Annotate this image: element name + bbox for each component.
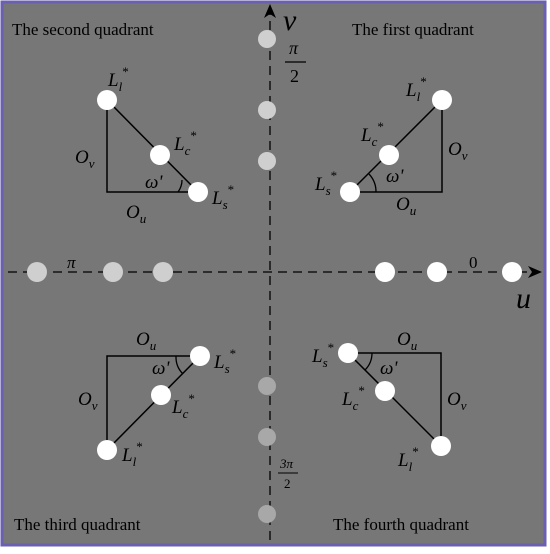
label-omega-third: ω' — [152, 358, 170, 379]
label-ll-fourth: Ll* — [397, 444, 419, 474]
label-ls-third: Ls* — [213, 346, 236, 376]
label-omega-first: ω' — [386, 166, 404, 187]
label-ov-second: Ov — [75, 147, 95, 171]
axis-dot-u-left2 — [103, 262, 123, 282]
tick-three-half-pi: 3π 2 — [278, 456, 298, 491]
point-lc-first — [379, 145, 399, 165]
label-lc-first: Lc* — [360, 119, 384, 149]
tick-three-half-pi-denominator: 2 — [284, 476, 291, 491]
u-axis-label: u — [516, 282, 531, 315]
point-ll-third — [97, 440, 117, 460]
label-ll-third: Ll* — [121, 439, 143, 469]
point-ls-third — [190, 346, 210, 366]
axis-dot-v-low1 — [258, 377, 276, 395]
triangle-third-quadrant: Ou Ls* ω' Lc* Ov Ll* — [78, 329, 236, 469]
axis-dot-u-right2 — [427, 262, 447, 282]
point-ls-fourth — [338, 343, 358, 363]
triangle-fourth-quadrant: Ls* Ou ω' Lc* Ov Ll* — [311, 329, 467, 474]
point-ll-fourth — [431, 436, 451, 456]
label-ov-first: Ov — [448, 139, 468, 163]
label-ou-first: Ou — [396, 194, 417, 218]
quadrant-label-first: The first quadrant — [352, 20, 474, 39]
axis-dot-u-right1 — [375, 262, 395, 282]
omega-arc-fourth — [364, 352, 373, 371]
label-ou-third: Ou — [136, 329, 157, 353]
label-lc-second: Lc* — [173, 128, 197, 158]
point-lc-second — [150, 145, 170, 165]
label-ou-second: Ou — [126, 202, 147, 226]
label-lc-fourth: Lc* — [341, 383, 365, 413]
point-lc-fourth — [375, 381, 395, 401]
label-omega-fourth: ω' — [380, 358, 398, 379]
axis-dot-u-left1 — [27, 262, 47, 282]
label-ls-second: Ls* — [211, 182, 234, 212]
label-ou-fourth: Ou — [397, 329, 418, 353]
triangle-fourth-outline — [346, 352, 442, 448]
axis-dot-v-top — [258, 30, 276, 48]
label-ll-second: Ll* — [107, 64, 129, 94]
triangle-second-quadrant: Ll* Lc* Ls* Ov Ou ω' — [75, 64, 234, 226]
triangle-first-outline — [348, 98, 443, 193]
axis-dot-v-upper — [258, 101, 276, 119]
label-ll-first: Ll* — [405, 74, 427, 104]
label-ov-fourth: Ov — [447, 389, 467, 413]
axis-dot-u-right3 — [502, 262, 522, 282]
omega-arc-second — [177, 179, 183, 193]
point-ls-second — [188, 182, 208, 202]
tick-half-pi-numerator: π — [289, 38, 299, 58]
triangle-third-outline — [106, 355, 202, 452]
axis-dot-u-left3 — [153, 262, 173, 282]
point-ll-second — [97, 90, 117, 110]
omega-arc-third — [175, 355, 184, 375]
label-ls-first: Ls* — [314, 168, 337, 198]
triangle-first-quadrant: Ll* Lc* Ls* Ov Ou ω' — [314, 74, 468, 218]
tick-half-pi-denominator: 2 — [290, 66, 299, 86]
triangle-second-outline — [106, 98, 200, 193]
tick-three-half-pi-numerator: 3π — [279, 456, 294, 471]
axis-dots — [27, 30, 522, 523]
v-axis-label: v — [283, 4, 297, 37]
tick-zero: 0 — [469, 253, 478, 272]
tick-half-pi: π 2 — [285, 38, 306, 86]
point-lc-third — [151, 385, 171, 405]
quadrant-label-fourth: The fourth quadrant — [333, 515, 469, 534]
label-ov-third: Ov — [78, 389, 98, 413]
omega-arc-first — [368, 173, 377, 193]
axis-dot-v-bottom — [258, 505, 276, 523]
point-ll-first — [432, 90, 452, 110]
point-ls-first — [340, 182, 360, 202]
label-ls-fourth: Ls* — [311, 340, 334, 370]
tick-pi: π — [67, 253, 76, 272]
quadrant-label-third: The third quadrant — [14, 515, 141, 534]
label-omega-second: ω' — [145, 172, 163, 193]
label-lc-third: Lc* — [171, 391, 195, 421]
quadrant-label-second: The second quadrant — [12, 20, 154, 39]
axis-dot-v-mid — [258, 152, 276, 170]
axis-dot-v-low2 — [258, 428, 276, 446]
